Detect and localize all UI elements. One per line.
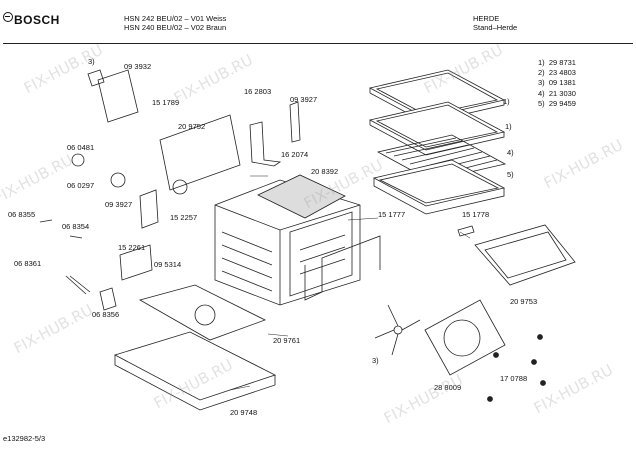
legend-row: 1) 29 8731 <box>538 58 576 67</box>
part-060481: 06 0481 <box>67 143 95 152</box>
part-152261: 15 2261 <box>118 243 146 252</box>
category: HERDE <box>473 14 500 23</box>
part-162074: 16 2074 <box>281 150 309 159</box>
subcategory: Stand–Herde <box>473 23 518 32</box>
legend-row: 2) 23 4803 <box>538 68 576 78</box>
model-line-2: HSN 240 BEU/02 – V02 Braun <box>124 23 227 32</box>
callout-ref-5: 5) <box>507 170 514 179</box>
callout-ref-1b: 1) <box>505 122 512 131</box>
part-170788: 17 0788 <box>500 374 528 383</box>
door-seal <box>304 235 381 301</box>
grill-cover <box>457 225 475 237</box>
baking-tray-2 <box>368 101 506 156</box>
legend-row: 3) 09 1381 <box>538 78 576 88</box>
brand-name: BOSCH <box>14 13 60 27</box>
header-divider <box>3 43 633 44</box>
hinge-bracket <box>139 189 159 229</box>
part-152257: 15 2257 <box>170 213 198 222</box>
part-209752: 20 9752 <box>178 122 206 131</box>
fan-cover <box>424 299 506 376</box>
part-060297: 06 0297 <box>67 181 95 190</box>
bottom-heater <box>138 284 267 341</box>
part-093927-a: 09 3927 <box>290 95 318 104</box>
callout-ref-3b: 3) <box>372 356 379 365</box>
callout-ref-3a: 3) <box>88 57 95 66</box>
selector-switch <box>87 69 139 123</box>
part-068354: 06 8354 <box>62 222 90 231</box>
part-151777: 15 1777 <box>378 210 406 219</box>
bosch-logo-icon <box>3 12 13 22</box>
part-209761: 20 9761 <box>273 336 301 345</box>
callout-ref-4: 4) <box>507 148 514 157</box>
rear-panel <box>159 114 241 195</box>
insulation-mat <box>257 174 346 219</box>
parts-legend: 1) 29 8731 2) 23 4803 3) 09 1381 4) 21 3… <box>538 58 576 109</box>
screws <box>487 334 546 402</box>
part-209753: 20 9753 <box>510 297 538 306</box>
oven-cavity <box>214 179 361 306</box>
cable-connectors <box>39 219 117 311</box>
fan-blade <box>374 304 421 356</box>
grill-element <box>474 224 576 286</box>
part-095314: 09 5314 <box>154 260 182 269</box>
model-line-1: HSN 242 BEU/02 – V01 Weiss <box>124 14 227 23</box>
legend-row: 5) 29 9459 <box>538 98 576 108</box>
callout-ref-1a: 1) <box>503 97 510 106</box>
document-id: e132982-5/3 <box>3 434 46 443</box>
part-093927-b: 09 3927 <box>105 200 133 209</box>
deep-tray <box>372 159 506 215</box>
terminal-block <box>119 244 153 281</box>
leader-lines <box>229 175 471 391</box>
part-068356: 06 8356 <box>92 310 120 319</box>
mounting-rails <box>249 101 301 167</box>
part-068361: 06 8361 <box>14 259 42 268</box>
control-knobs <box>71 153 126 188</box>
part-209748: 20 9748 <box>230 408 258 417</box>
part-151778: 15 1778 <box>462 210 490 219</box>
part-068355: 06 8355 <box>8 210 36 219</box>
base-tray <box>113 331 277 411</box>
part-288009: 28 8009 <box>434 383 462 392</box>
part-208392: 20 8392 <box>311 167 339 176</box>
part-151789: 15 1789 <box>152 98 180 107</box>
part-093932: 09 3932 <box>124 62 152 71</box>
legend-row: 4) 21 3030 <box>538 88 576 98</box>
part-162803: 16 2803 <box>244 87 272 96</box>
